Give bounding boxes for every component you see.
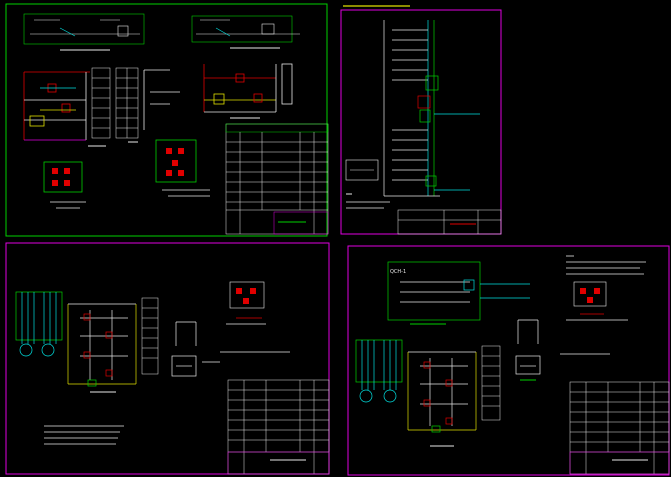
control-ladder [407, 351, 477, 433]
motor-icon [383, 389, 397, 403]
notes-block [566, 255, 646, 275]
control-circuit-mid [143, 69, 180, 130]
main-circuit [15, 291, 63, 357]
equipment-table [569, 381, 670, 475]
sheet-top-left[interactable] [5, 3, 329, 237]
equipment-table [227, 379, 330, 475]
control-circuit-left [23, 71, 90, 141]
sheet-border [5, 242, 330, 475]
control-circuit-right [203, 63, 293, 113]
feeder-diagram-2 [191, 15, 300, 43]
title-block [397, 209, 502, 235]
terminal-table [481, 345, 501, 421]
tag-label: QCH-1 [390, 269, 406, 275]
distribution-feeders [383, 20, 480, 197]
motor-icon [359, 389, 373, 403]
feeder-detail-box [387, 261, 530, 325]
sheet-top-right[interactable] [340, 5, 502, 235]
remote-switch [171, 321, 220, 377]
incoming-box [345, 159, 379, 181]
button-station [220, 281, 290, 353]
remote-switch [515, 319, 610, 381]
sheet-bottom-left[interactable] [5, 242, 330, 475]
button-station-right [155, 139, 210, 197]
motor-icon [41, 343, 55, 357]
sheet-border [5, 3, 328, 237]
control-ladder [67, 303, 137, 387]
motor-icon [19, 343, 33, 357]
sheet-bottom-right[interactable]: QCH-1 [347, 245, 670, 476]
sheet-border [347, 245, 670, 476]
terminal-table [141, 297, 159, 375]
terminal-table-b [115, 67, 139, 139]
button-station [566, 281, 628, 321]
notes-block [44, 425, 124, 445]
button-station-left [43, 161, 86, 209]
main-circuit [355, 339, 403, 403]
terminal-table-a [91, 67, 111, 139]
equipment-table [225, 123, 329, 235]
feeder-diagram-1 [23, 13, 145, 45]
